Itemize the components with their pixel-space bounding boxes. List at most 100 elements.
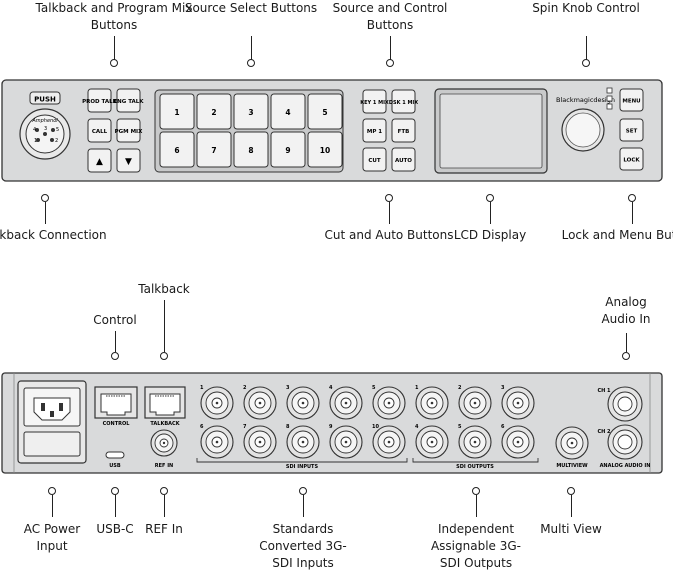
auto-label: AUTO (395, 158, 412, 164)
callout-talkback-rear: Talkback (138, 282, 190, 296)
source-button-label: 6 (174, 146, 179, 155)
lock-button[interactable] (619, 147, 644, 171)
callout-sdi-inputs: Standards Converted 3G-SDI Inputs (259, 522, 347, 570)
source-button[interactable] (307, 93, 343, 130)
sdi-input-bnc: 3 (286, 385, 320, 420)
call-button[interactable] (87, 118, 112, 143)
xlr-pin: 4 (33, 127, 36, 133)
down-arrow-icon: ▼ (125, 157, 132, 167)
callout-dot (567, 487, 575, 495)
callout-source-select: Source Select Buttons (184, 1, 318, 15)
usb-c-port: USB (105, 451, 125, 469)
xlr-brand: Amphenol (31, 118, 58, 124)
callout-ref-in: REF In (145, 522, 183, 536)
sdi-number-label: 9 (329, 424, 333, 430)
sdi-number-label: 2 (458, 385, 462, 391)
talkback-ethernet-port: TALKBACK (144, 386, 186, 427)
cut-label: CUT (368, 158, 381, 164)
source-button[interactable] (196, 93, 232, 130)
sdi-output-bnc: 6 (501, 424, 535, 459)
sdi-output-bnc: 5 (458, 424, 492, 459)
source-button[interactable] (196, 131, 232, 168)
callout-lcd-display: LCD Display (453, 228, 527, 242)
multiview-bnc: MULTIVIEW (555, 426, 589, 469)
source-button[interactable] (159, 131, 195, 168)
callout-spin-knob: Spin Knob Control (532, 1, 640, 15)
spin-knob[interactable] (561, 108, 605, 152)
set-button[interactable] (619, 118, 644, 142)
source-button-label: 5 (322, 108, 327, 117)
eng-talk-button[interactable] (116, 88, 141, 113)
source-button-label: 1 (174, 108, 179, 117)
callout-control-rear: Control (93, 313, 137, 327)
ftb-button[interactable] (391, 118, 416, 143)
xlr-pin: 1 (34, 138, 37, 144)
sdi-output-bnc: 1 (415, 385, 449, 420)
analog-audio-label: ANALOG AUDIO IN (600, 463, 651, 469)
callout-dot (41, 194, 49, 202)
sdi-inputs-label: SDI INPUTS (286, 464, 319, 470)
mp1-label: MP 1 (367, 129, 382, 135)
key1-mix-label: KEY 1 MIX (360, 100, 389, 106)
ref-in-bnc: REF IN (150, 429, 178, 469)
source-button[interactable] (159, 93, 195, 130)
call-label: CALL (92, 129, 108, 135)
prod-talk-label: PROD TALK (82, 99, 118, 105)
mp1-button[interactable] (362, 118, 387, 143)
callout-talkback-program-mix: Talkback and Program Mix Buttons (35, 1, 193, 32)
sdi-number-label: 2 (243, 385, 247, 391)
callout-sdi-outputs: Independent Assignable 3G-SDI Outputs (430, 522, 522, 570)
callout-usb-c: USB-C (96, 522, 134, 536)
ch2-label: CH 2 (597, 429, 611, 435)
sdi-outputs-bracket (412, 458, 539, 463)
lcd-display (434, 88, 548, 174)
source-button[interactable] (270, 131, 306, 168)
callout-source-control: Source and Control Buttons (332, 1, 448, 32)
callout-dot (299, 487, 307, 495)
source-button[interactable] (233, 93, 269, 130)
callout-dot (160, 352, 168, 360)
sdi-number-label: 3 (286, 385, 290, 391)
cut-button[interactable] (362, 147, 387, 172)
menu-label: MENU (622, 99, 640, 105)
sdi-number-label: 6 (501, 424, 505, 430)
prod-talk-button[interactable] (87, 88, 112, 113)
pgm-mix-button[interactable] (116, 118, 141, 143)
ftb-label: FTB (398, 129, 410, 135)
source-button[interactable] (270, 93, 306, 130)
source-button[interactable] (233, 131, 269, 168)
dsk1-mix-label: DSK 1 MIX (389, 100, 418, 106)
down-arrow-button[interactable] (116, 148, 141, 173)
analog-audio-jacks: CH 1 CH 2 ANALOG AUDIO IN (597, 386, 651, 469)
sdi-output-bnc: 4 (415, 424, 449, 459)
sdi-number-label: 1 (415, 385, 419, 391)
source-button[interactable] (307, 131, 343, 168)
dsk1-mix-button[interactable] (391, 89, 416, 114)
set-label: SET (626, 129, 638, 135)
sdi-input-bnc: 5 (372, 385, 406, 420)
up-arrow-icon: ▲ (96, 157, 103, 167)
source-button-label: 2 (211, 108, 216, 117)
callout-dot (48, 487, 56, 495)
up-arrow-button[interactable] (87, 148, 112, 173)
source-button-label: 9 (285, 146, 290, 155)
auto-button[interactable] (391, 147, 416, 172)
ref-in-label: REF IN (155, 463, 173, 469)
xlr-pin: 2 (55, 138, 58, 144)
lock-label: LOCK (623, 158, 640, 164)
callout-dot (160, 487, 168, 495)
sdi-input-bnc: 6 (200, 424, 234, 459)
ch1-label: CH 1 (597, 388, 611, 394)
sdi-number-label: 3 (501, 385, 505, 391)
menu-button[interactable] (619, 88, 644, 112)
callout-dot (111, 487, 119, 495)
brand-logo: Blackmagicdesign (556, 96, 615, 104)
callout-dot (582, 59, 590, 67)
source-button-label: 4 (285, 108, 290, 117)
pgm-mix-label: PGM MIX (115, 129, 143, 135)
callout-dot (111, 352, 119, 360)
key1-mix-button[interactable] (362, 89, 387, 114)
